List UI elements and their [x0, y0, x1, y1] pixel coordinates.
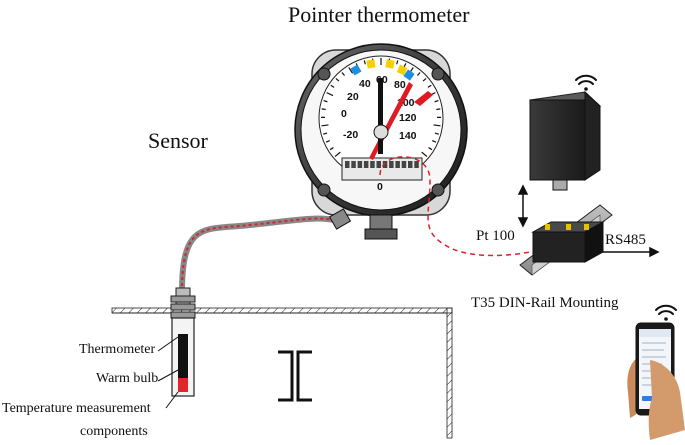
leader-lines — [157, 336, 179, 409]
dial-tick — [321, 108, 326, 111]
signal-arrow-icon — [600, 246, 660, 258]
dial-tick — [326, 92, 334, 97]
red-limit-marker — [414, 91, 433, 106]
dial-tick — [427, 84, 432, 88]
dial-tick — [329, 147, 334, 151]
sensor-label: Sensor — [148, 128, 208, 153]
terminal-screw — [401, 161, 407, 168]
rs485-label: RS485 — [605, 232, 646, 248]
thermometer-label: Thermometer — [79, 342, 156, 357]
warm-bulb-fill — [178, 378, 188, 392]
setpoint-markers — [350, 59, 415, 81]
capillary-cable — [179, 215, 343, 293]
terminal-screw — [351, 161, 356, 168]
gauge-center-mark: 0 — [377, 181, 383, 193]
dial-tick — [323, 132, 328, 135]
din-rail-label: T35 DIN-Rail Mounting — [471, 295, 619, 311]
thermometer-column — [178, 334, 188, 392]
dial-tick — [325, 140, 330, 143]
terminal-screw — [382, 161, 388, 168]
marker-blue — [350, 64, 362, 76]
gauge-label-80: 80 — [394, 79, 406, 91]
dial-tick — [334, 151, 341, 158]
marker-blue-2 — [403, 69, 415, 81]
marker-yellow-1 — [366, 59, 376, 69]
components-label-line1: Temperature measurement — [2, 401, 151, 416]
gauge-label-140: 140 — [399, 130, 417, 142]
gauge-label-120: 120 — [399, 112, 417, 124]
gauge-label-neg20: -20 — [343, 129, 358, 141]
beam-symbol-icon — [278, 350, 312, 402]
terminal-screw — [389, 161, 394, 168]
mounting-surface — [111, 307, 453, 439]
terminal-screw — [376, 161, 381, 168]
gauge-pointers — [369, 78, 433, 160]
dial-tick — [432, 140, 437, 143]
dial-tick — [335, 77, 340, 82]
dial-tick — [321, 124, 329, 127]
sensor-probe — [170, 287, 196, 397]
dial-tick — [436, 108, 441, 111]
dial-tick — [428, 147, 433, 151]
bidirectional-arrow-icon — [517, 184, 529, 228]
dial-tick — [403, 63, 407, 68]
gauge-label-20: 20 — [347, 91, 359, 103]
wifi-icon — [575, 74, 597, 91]
black-pointer — [378, 78, 383, 154]
dial-tick — [363, 60, 366, 65]
smartphone — [627, 322, 685, 440]
terminal-screw — [395, 161, 400, 168]
dial-tick — [341, 72, 345, 76]
remote-module — [528, 90, 602, 191]
dial-tick — [348, 67, 354, 74]
terminal-screw — [414, 161, 419, 168]
dial-tick — [330, 84, 335, 88]
dial-tick — [421, 151, 428, 158]
dial-tick — [422, 77, 427, 82]
dial-tick — [434, 132, 439, 135]
gauge-label-40: 40 — [359, 78, 371, 90]
components-label-line2: components — [80, 424, 148, 439]
marker-yellow-3 — [396, 64, 408, 76]
terminal-screw — [363, 161, 369, 168]
terminal-screw — [370, 161, 375, 168]
terminal-screw — [345, 161, 350, 168]
dial-tick — [417, 72, 421, 76]
diagram-title: Pointer thermometer — [288, 2, 470, 27]
gauge-label-0: 0 — [341, 108, 347, 120]
din-rail-module — [519, 204, 613, 276]
pt100-label: Pt 100 — [476, 228, 515, 244]
terminal-screw — [408, 161, 413, 168]
wifi-icon-phone — [655, 304, 677, 321]
signal-wire — [379, 156, 541, 257]
terminal-screw — [357, 161, 363, 168]
dial-tick — [396, 60, 399, 65]
dial-tick — [434, 100, 439, 103]
marker-yellow-2 — [385, 59, 395, 69]
warm-bulb-label: Warm bulb — [96, 371, 159, 386]
dial-tick — [433, 124, 441, 127]
dial-tick — [323, 100, 328, 103]
